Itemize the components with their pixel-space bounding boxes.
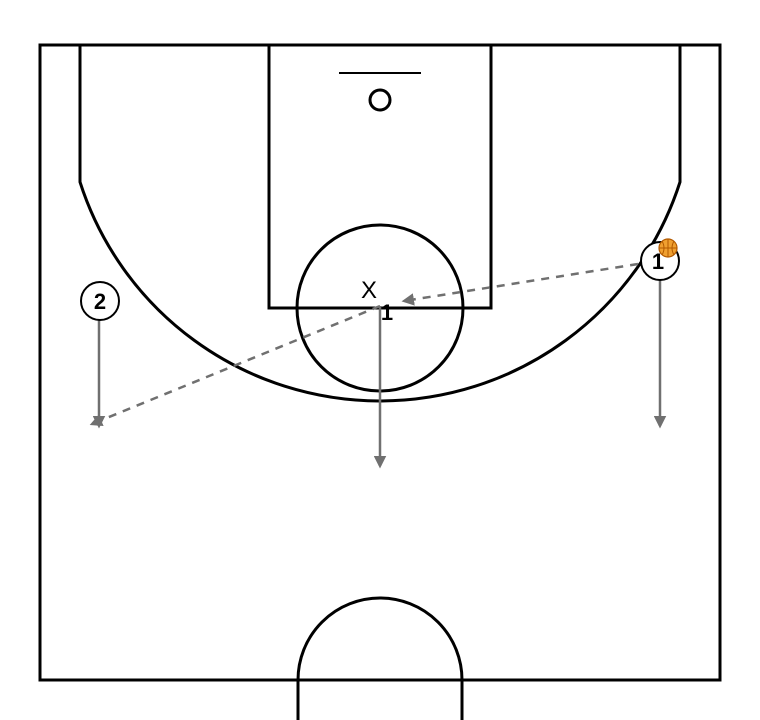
center-circle <box>296 596 464 720</box>
pass-arrow-1-to-x1 <box>401 262 639 306</box>
defender-1-number: 1 <box>381 300 393 325</box>
player-2-label: 2 <box>94 289 106 314</box>
pass-arrow-x1-to-2 <box>89 304 381 426</box>
basketball-icon <box>658 238 678 258</box>
rim <box>368 88 392 112</box>
defender-1-mark: X <box>361 277 377 304</box>
player-1-label: 1 <box>652 249 664 274</box>
defender-1: X 1 <box>361 277 393 325</box>
offense-player-2: 2 <box>80 281 120 321</box>
paint-lane <box>267 43 493 310</box>
